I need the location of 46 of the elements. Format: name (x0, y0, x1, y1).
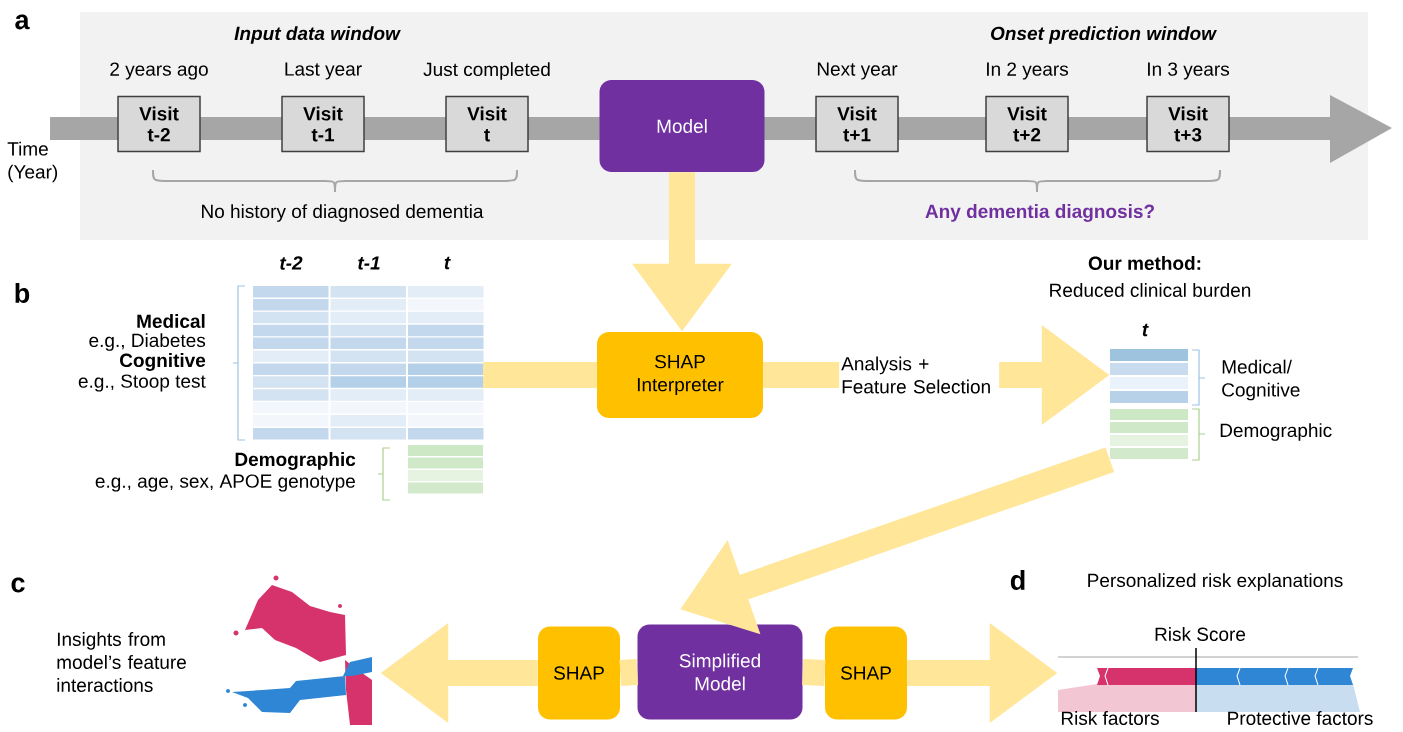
panel-letter: d (1010, 570, 1025, 590)
axis-label: Time (Year) (7, 141, 58, 183)
visit-box: Visit t (445, 95, 529, 153)
shap-box: SHAP Interpreter (597, 332, 763, 418)
visit-box: Visit t-2 (117, 95, 201, 153)
visit-box: Visit t+3 (1146, 95, 1230, 153)
visit-box: Visit t+1 (815, 95, 899, 153)
example-label: e.g., Diabetes (89, 333, 206, 351)
time-label: Next year (817, 62, 898, 80)
category-label: Medical (137, 314, 205, 328)
time-label: Just completed (423, 62, 550, 80)
column-header: t (1142, 323, 1149, 337)
panel-letter: c (11, 577, 25, 593)
brace-label: Any dementia diagnosis? (925, 204, 1154, 222)
visit-box: Visit t-1 (281, 95, 365, 153)
column-header: t (444, 256, 451, 270)
category-label: Medical/ Cognitive (1222, 359, 1300, 401)
axis-label: Protective factors (1228, 711, 1373, 725)
heading: Reduced clinical burden (1050, 283, 1251, 297)
time-label: Last year (285, 62, 362, 80)
shap-box: SHAP (538, 626, 620, 720)
brace-label: No history of diagnosed dementia (202, 204, 484, 222)
heading: Our method: (1088, 256, 1201, 270)
picture (226, 575, 372, 725)
column-header: t-2 (280, 256, 303, 270)
axis-label: Risk factors (1061, 711, 1159, 725)
panel-letter: a (15, 14, 30, 30)
category-label: Cognitive (120, 353, 206, 371)
shap-box: SHAP (825, 626, 907, 720)
model-box: Simplified Model (637, 624, 803, 720)
edge-label: Analysis + Feature Selection (839, 354, 1000, 396)
time-label: In 2 years (987, 62, 1068, 80)
category-label: Demographic (1220, 423, 1332, 441)
category-label: Demographic (235, 452, 356, 470)
example-label: e.g., Stoop test (78, 374, 206, 392)
time-label: 2 years ago (110, 62, 208, 80)
time-label: In 3 years (1148, 62, 1229, 80)
chart-title: Personalized risk explanations (1088, 573, 1343, 591)
node-label: Insights from model’s feature interactions (57, 632, 186, 692)
picture (1057, 647, 1360, 713)
example-label: e.g., age, sex, APOE genotype (95, 474, 355, 492)
axis-label: Risk Score (1155, 627, 1246, 641)
visit-box: Visit t+2 (985, 95, 1069, 153)
column-header: t-1 (358, 256, 380, 270)
model-box: Model (599, 80, 765, 172)
panel-letter: b (15, 283, 30, 303)
